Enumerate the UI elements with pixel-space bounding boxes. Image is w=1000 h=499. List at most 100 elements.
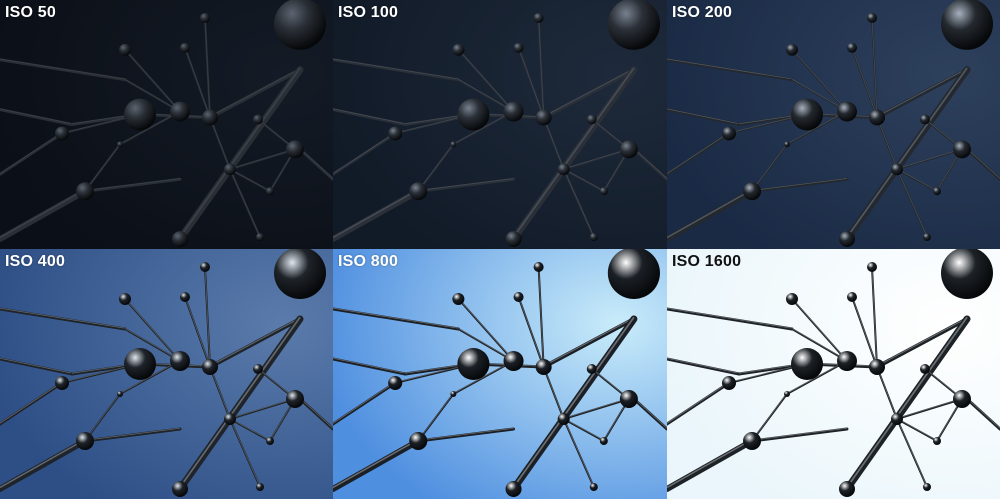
rod-highlight: [458, 328, 514, 361]
iso-label: ISO 1600: [672, 253, 742, 270]
sphere: [274, 0, 326, 50]
sphere: [586, 364, 597, 374]
rod-highlight: [418, 143, 454, 191]
scene-render: [0, 0, 333, 249]
rod-highlight: [0, 132, 63, 174]
rod-highlight: [418, 178, 514, 191]
rod: [333, 108, 407, 126]
sphere: [535, 359, 552, 375]
sphere: [847, 292, 857, 302]
rod: [457, 78, 515, 113]
rod-highlight: [667, 381, 730, 424]
sphere: [839, 481, 855, 497]
rod: [124, 298, 181, 362]
rod-highlight: [791, 298, 848, 361]
scene-render: [333, 0, 667, 249]
rod-highlight: [512, 67, 635, 238]
sphere: [200, 262, 210, 272]
rod-highlight: [119, 360, 181, 394]
rod-highlight: [851, 47, 878, 118]
rod-highlight: [184, 47, 211, 118]
rod: [229, 148, 296, 171]
rod-highlight: [563, 398, 629, 419]
rod: [562, 418, 595, 488]
rod-highlight: [791, 49, 848, 112]
sphere: [202, 359, 218, 375]
rod-highlight: [633, 397, 667, 429]
sphere: [388, 126, 403, 141]
rod: [208, 317, 302, 369]
rod-highlight: [667, 132, 730, 174]
rod-highlight: [786, 110, 848, 145]
sphere: [923, 483, 931, 491]
sphere: [784, 391, 790, 397]
iso-panel: ISO 400: [0, 249, 333, 499]
rod: [176, 66, 304, 243]
rod: [204, 16, 211, 119]
rod-highlight: [333, 357, 406, 374]
rod: [229, 418, 271, 442]
rod-highlight: [418, 393, 454, 441]
rod: [791, 78, 848, 113]
sphere: [891, 163, 903, 176]
rod-highlight: [896, 168, 938, 191]
rod-highlight: [851, 296, 878, 367]
rod-highlight: [896, 168, 928, 237]
rod: [871, 16, 878, 119]
sphere: [923, 233, 931, 242]
sphere: [533, 262, 544, 272]
iso-label: ISO 200: [672, 4, 733, 21]
rod-highlight: [458, 298, 514, 361]
rod: [851, 46, 878, 119]
rod-highlight: [896, 418, 928, 487]
sphere: [124, 98, 156, 131]
rod-highlight: [333, 132, 396, 174]
sphere: [869, 359, 885, 375]
rod-highlight: [538, 266, 544, 367]
rod-highlight: [418, 427, 514, 441]
sphere: [388, 376, 403, 390]
sphere: [933, 187, 941, 196]
rod: [119, 110, 181, 146]
sphere: [920, 114, 930, 125]
sphere: [452, 293, 465, 305]
rod-highlight: [0, 357, 73, 374]
rod: [298, 397, 333, 431]
sphere: [503, 101, 524, 122]
rod: [751, 393, 788, 442]
rod-highlight: [896, 418, 938, 441]
rod: [786, 360, 848, 395]
iso-label: ISO 800: [338, 253, 399, 270]
rod-highlight: [846, 316, 968, 488]
rod-highlight: [179, 67, 301, 238]
rod: [896, 418, 938, 442]
rod: [791, 328, 848, 362]
rod: [786, 110, 848, 146]
rod-highlight: [0, 108, 73, 125]
rod-highlight: [751, 143, 788, 191]
sphere: [586, 114, 597, 125]
rod: [124, 328, 181, 362]
rod: [0, 58, 127, 82]
rod-highlight: [871, 17, 878, 118]
rod: [184, 296, 211, 368]
sphere: [76, 432, 94, 450]
rod: [333, 58, 460, 82]
rod: [562, 398, 630, 420]
rod-highlight: [229, 418, 271, 441]
sphere: [619, 390, 638, 408]
rod-highlight: [84, 143, 121, 191]
sphere: [619, 140, 638, 159]
sphere: [457, 348, 490, 380]
rod-highlight: [543, 68, 635, 117]
rod-highlight: [204, 17, 211, 118]
rod: [965, 397, 1000, 431]
rod: [0, 381, 64, 426]
rod: [119, 360, 181, 395]
rod: [667, 307, 794, 331]
rod: [667, 108, 741, 126]
rod: [416, 177, 516, 193]
rod-highlight: [124, 78, 181, 112]
rod-highlight: [543, 366, 564, 419]
rod-highlight: [453, 110, 514, 145]
